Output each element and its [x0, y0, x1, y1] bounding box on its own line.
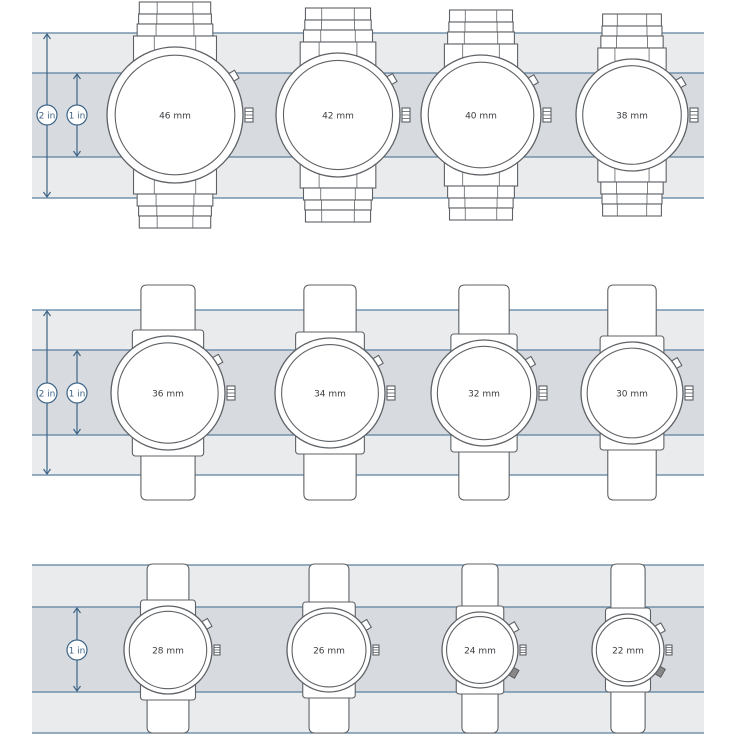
watch-size-label: 42 mm	[322, 112, 354, 122]
watch-size-label: 30 mm	[616, 390, 648, 400]
bracelet-link	[302, 29, 374, 43]
watch-dial	[128, 610, 208, 690]
watch-dial	[446, 616, 514, 684]
scale-circle	[66, 639, 88, 661]
watch-30mm: 30 mm	[580, 284, 694, 501]
scale-label: 1 in	[69, 390, 86, 400]
bracelet-link	[600, 35, 664, 49]
watch-26mm: 26 mm	[286, 563, 380, 734]
watch-40mm: 40 mm	[420, 9, 552, 221]
scale-1in: 1 in	[66, 382, 88, 404]
scale-circle	[66, 382, 88, 404]
watch-size-label: 22 mm	[612, 647, 644, 657]
bracelet-link	[304, 209, 372, 223]
bracelet-link	[138, 1, 212, 15]
watch-dial	[436, 345, 532, 441]
watch-dial	[114, 54, 236, 176]
bracelet-link	[448, 197, 514, 209]
scale-label: 1 in	[69, 112, 86, 122]
bracelet-link	[602, 13, 662, 27]
watch-dial	[281, 344, 379, 442]
watch-42mm: 42 mm	[275, 7, 411, 223]
watch-row-2: 2 in 1 in 36 mm 34 mm 32 mm 30 mm	[32, 284, 704, 501]
bracelet-link	[138, 215, 212, 229]
watch-row-3: 1 in 28 mm 26 mm 24 mm 22 mm	[32, 563, 704, 734]
bracelet-link	[447, 185, 515, 199]
bracelet-link	[448, 9, 514, 23]
watch-size-label: 40 mm	[465, 112, 497, 122]
scale-circle	[36, 104, 58, 126]
watch-dial	[586, 347, 678, 439]
scale-2in: 2 in	[36, 104, 58, 126]
watch-dial	[595, 617, 661, 683]
watch-dial	[291, 612, 367, 688]
watch-size-label: 36 mm	[152, 390, 184, 400]
bracelet-link	[448, 207, 514, 221]
watch-size-label: 28 mm	[152, 647, 184, 657]
bracelet-link	[304, 7, 372, 21]
bracelet-link	[138, 205, 212, 217]
watch-size-label: 34 mm	[314, 390, 346, 400]
scale-label: 2 in	[39, 390, 56, 400]
bracelet-link	[601, 193, 663, 205]
bracelet-link	[138, 13, 212, 25]
bracelet-link	[136, 23, 214, 37]
watch-22mm: 22 mm	[591, 563, 673, 734]
watch-38mm: 38 mm	[575, 13, 699, 217]
scale-2in: 2 in	[36, 382, 58, 404]
watch-size-label: 32 mm	[468, 390, 500, 400]
watch-dial	[117, 342, 219, 444]
scale-circle	[36, 382, 58, 404]
watch-46mm: 46 mm	[106, 1, 254, 229]
watch-dial	[582, 65, 682, 165]
watch-24mm: 24 mm	[441, 563, 527, 734]
scale-circle	[66, 104, 88, 126]
bracelet-link	[136, 193, 214, 207]
watch-dial	[427, 61, 535, 169]
scale-label: 2 in	[39, 112, 56, 122]
bracelet-link	[600, 181, 664, 195]
bracelet-link	[304, 19, 372, 31]
watch-34mm: 34 mm	[274, 284, 396, 501]
watch-dial	[282, 59, 394, 171]
watch-size-label: 26 mm	[313, 647, 345, 657]
scale-1in: 1 in	[66, 104, 88, 126]
watch-28mm: 28 mm	[123, 563, 221, 734]
bracelet-link	[602, 203, 662, 217]
bracelet-link	[302, 187, 374, 201]
watch-size-label: 24 mm	[464, 647, 496, 657]
bracelet-link	[304, 199, 372, 211]
watch-36mm: 36 mm	[110, 284, 236, 501]
watch-row-1: 2 in 1 in 46 mm 42 mm 40 mm 38 mm	[32, 1, 704, 229]
scale-label: 1 in	[69, 647, 86, 657]
watch-size-label: 46 mm	[159, 112, 191, 122]
bracelet-link	[601, 25, 663, 37]
scale-1in: 1 in	[66, 639, 88, 661]
bracelet-link	[447, 31, 515, 45]
watch-size-label: 38 mm	[616, 112, 648, 122]
watch-32mm: 32 mm	[430, 284, 548, 501]
bracelet-link	[448, 21, 514, 33]
